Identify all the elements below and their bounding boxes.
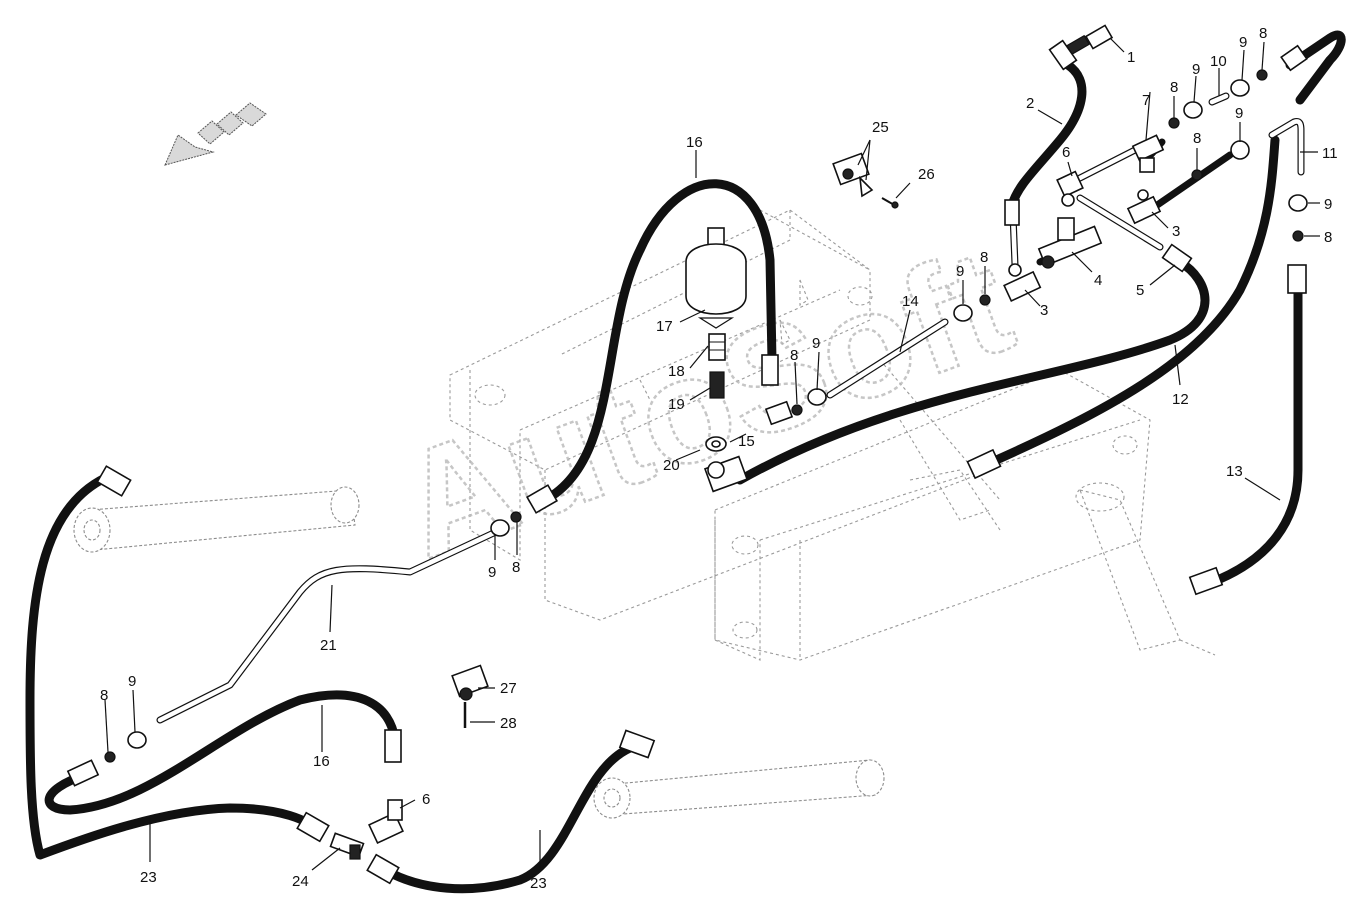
valve-4 <box>1037 217 1103 269</box>
callout-10: 10 <box>1210 53 1227 70</box>
callout-1: 1 <box>1127 49 1135 66</box>
hose-2 <box>1007 60 1087 210</box>
callout-13: 13 <box>1226 463 1243 480</box>
callout-8: 8 <box>512 559 520 576</box>
callout-16: 16 <box>313 753 330 770</box>
callout-9: 9 <box>128 673 136 690</box>
pipe-14 <box>826 318 949 399</box>
callout-23: 23 <box>140 869 157 886</box>
callout-8: 8 <box>100 687 108 704</box>
direction-arrow-icon <box>164 102 267 166</box>
callout-24: 24 <box>292 873 309 890</box>
callout-17: 17 <box>656 318 673 335</box>
pipe-21 <box>156 526 504 724</box>
hose-13 <box>1205 285 1303 588</box>
callout-3: 3 <box>1040 302 1048 319</box>
callout-20: 20 <box>663 457 680 474</box>
callout-3: 3 <box>1172 223 1180 240</box>
fitting-5 <box>1161 243 1193 273</box>
elbow-20 <box>703 455 749 493</box>
callout-8: 8 <box>1259 25 1267 42</box>
hose-16-lower <box>44 690 400 815</box>
clamp-27 <box>451 664 489 701</box>
elbow-6-lower <box>368 799 404 845</box>
nuts-8-9 <box>104 69 1308 763</box>
fitting-2-end <box>1004 39 1078 226</box>
callout-28: 28 <box>500 715 517 732</box>
callout-5: 5 <box>1136 282 1144 299</box>
callout-19: 19 <box>668 396 685 413</box>
hose-23-left <box>25 473 323 860</box>
fitting-1 <box>1066 24 1114 56</box>
callout-9: 9 <box>956 263 964 280</box>
fitting-19 <box>709 371 794 426</box>
accumulator-17 <box>685 227 747 329</box>
callout-25: 25 <box>872 119 889 136</box>
callout-6: 6 <box>422 791 430 808</box>
callout-9: 9 <box>1239 34 1247 51</box>
hose-upper-right <box>1285 30 1346 105</box>
callout-23: 23 <box>530 875 547 892</box>
callout-7: 7 <box>1142 92 1150 109</box>
tee-7 <box>1131 134 1165 173</box>
tee-24 <box>329 832 365 860</box>
washer-15 <box>705 436 727 452</box>
lift-cylinder-right <box>593 759 885 819</box>
callout-8: 8 <box>980 249 988 266</box>
hose-5 <box>735 257 1210 485</box>
hose-16-upper <box>540 179 777 505</box>
pipe-10 <box>1208 92 1230 106</box>
callout-8: 8 <box>1170 79 1178 96</box>
hose-ends <box>66 44 1308 885</box>
callout-9: 9 <box>1324 196 1332 213</box>
callout-12: 12 <box>1172 391 1189 408</box>
callout-6: 6 <box>1062 144 1070 161</box>
callout-14: 14 <box>902 293 919 310</box>
callout-16: 16 <box>686 134 703 151</box>
callout-9: 9 <box>1235 105 1243 122</box>
bolt-26 <box>881 197 899 209</box>
callout-21: 21 <box>320 637 337 654</box>
callout-8: 8 <box>1324 229 1332 246</box>
callout-8: 8 <box>790 347 798 364</box>
callout-27: 27 <box>500 680 517 697</box>
callout-26: 26 <box>918 166 935 183</box>
tee-3-lower <box>1003 263 1042 302</box>
elbow-6-upper <box>1056 170 1084 207</box>
callout-labels: 1 2 3 3 4 5 6 6 7 8 8 8 8 8 8 8 8 9 9 9 … <box>100 25 1338 892</box>
callout-2: 2 <box>1026 95 1034 112</box>
callout-4: 4 <box>1094 272 1102 289</box>
callout-9: 9 <box>1192 61 1200 78</box>
hose-23-right <box>380 743 635 894</box>
lift-cylinder-left <box>73 486 360 553</box>
fittings <box>66 24 1308 885</box>
callout-11: 11 <box>1322 145 1338 162</box>
callout-15: 15 <box>738 433 755 450</box>
tee-3-upper <box>1126 189 1162 225</box>
callout-18: 18 <box>668 363 685 380</box>
callout-9: 9 <box>812 335 820 352</box>
adapter-18 <box>708 333 726 361</box>
callout-9: 9 <box>488 564 496 581</box>
hose-12 <box>980 135 1280 470</box>
pipe-11 <box>1268 118 1305 176</box>
leader-lines <box>104 37 1320 871</box>
callout-8: 8 <box>1193 130 1201 147</box>
